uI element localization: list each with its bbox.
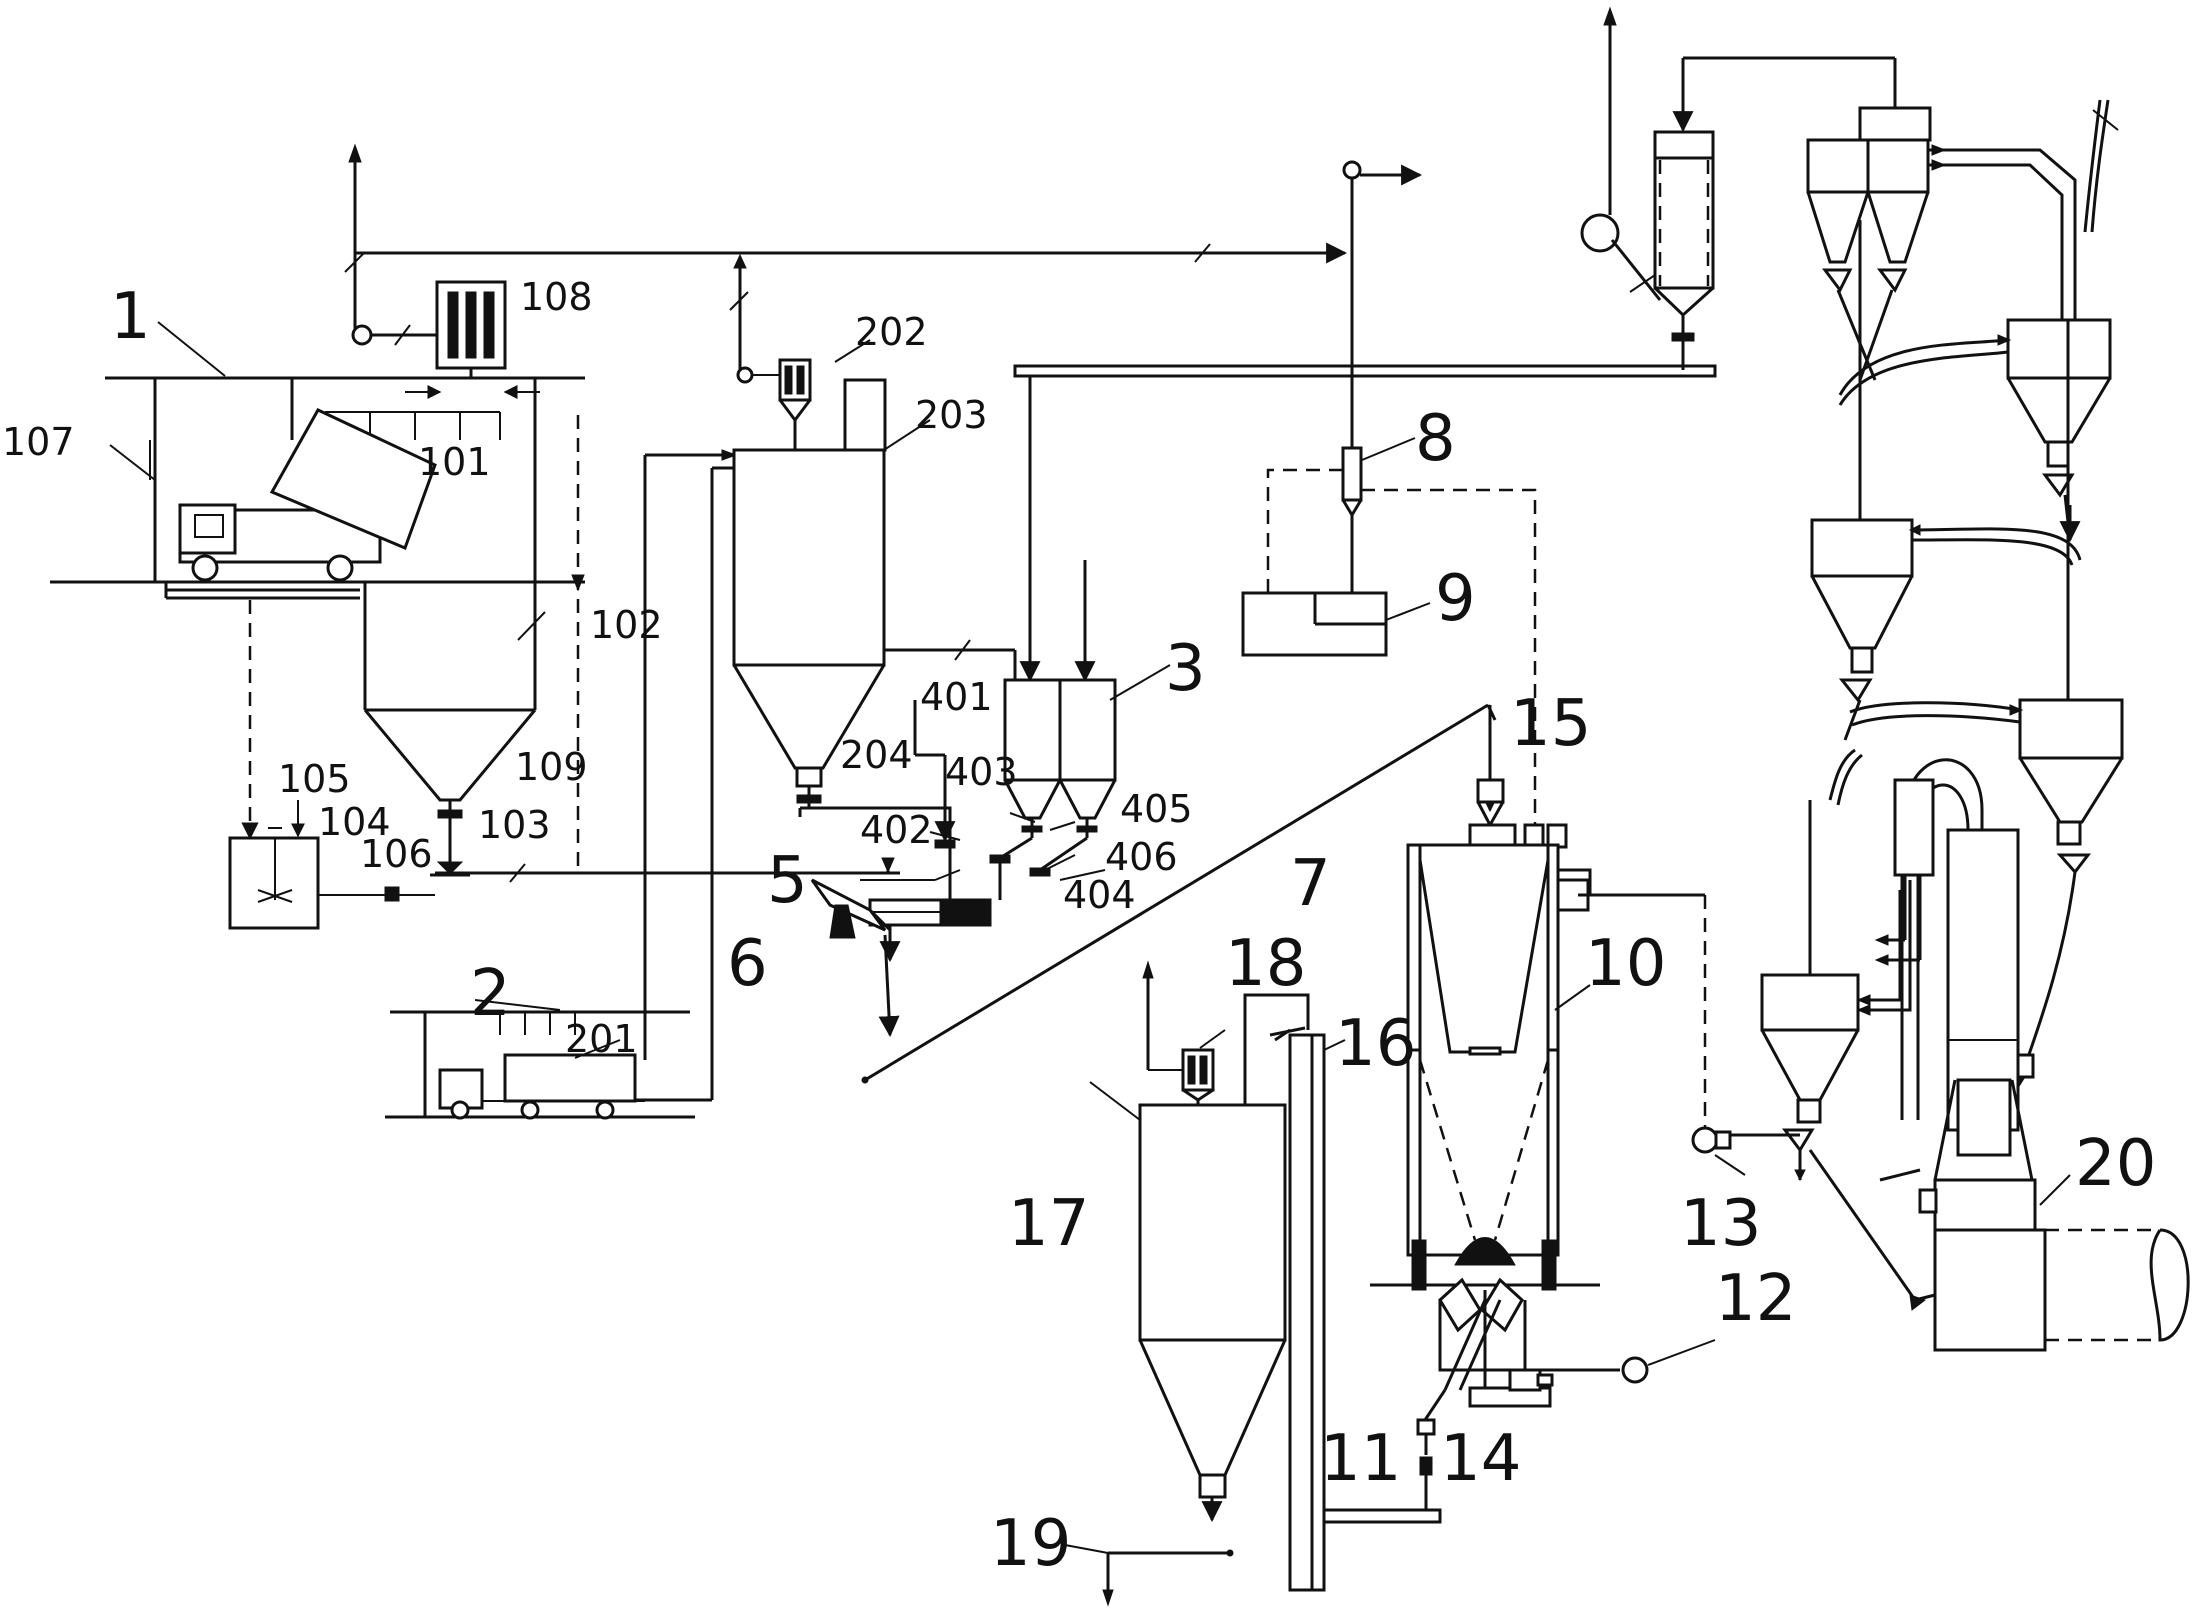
label-15: 15 (1510, 687, 1591, 761)
label-7: 7 (1290, 847, 1331, 921)
main-header-pipe (884, 364, 1717, 683)
label-403: 403 (945, 750, 1018, 794)
label-204: 204 (840, 733, 913, 777)
label-202: 202 (855, 310, 928, 354)
conveyor-11 (1312, 1488, 1442, 1590)
dust-collector-108 (405, 280, 540, 399)
label-20: 20 (2075, 1127, 2156, 1201)
vibrating-screen-6 (810, 878, 900, 1038)
label-9: 9 (1435, 562, 1476, 636)
label-106: 106 (360, 832, 433, 876)
label-401: 401 (920, 675, 993, 719)
label-402: 402 (860, 808, 933, 852)
mixing-tank-104 (109, 440, 435, 930)
label-203: 203 (915, 393, 988, 437)
silo-17 (1064, 960, 1346, 1607)
transfer-line-103 (435, 415, 900, 883)
label-11: 11 (1320, 1422, 1401, 1496)
label-3: 3 (1165, 632, 1206, 706)
silo-203 (729, 253, 952, 840)
label-101: 101 (418, 440, 491, 484)
label-8: 8 (1415, 402, 1456, 476)
tanker-building-2 (385, 449, 738, 1120)
label-5: 5 (767, 844, 808, 918)
label-109: 109 (515, 745, 588, 789)
label-2: 2 (470, 957, 511, 1031)
label-103: 103 (478, 803, 551, 847)
unloading-building (50, 321, 585, 600)
top-air-line (355, 242, 1348, 264)
hopper-102 (363, 582, 546, 877)
tank-9 (1241, 591, 1431, 657)
dump-truck (178, 408, 437, 582)
separator-8 (1266, 160, 1537, 830)
label-102: 102 (590, 603, 663, 647)
label-18: 18 (1225, 927, 1306, 1001)
label-12: 12 (1715, 1262, 1796, 1336)
label-104: 104 (318, 800, 391, 844)
label-19: 19 (990, 1507, 1071, 1581)
label-14: 14 (1440, 1422, 1521, 1496)
label-17: 17 (1008, 1187, 1089, 1261)
bins-3 (999, 664, 1171, 872)
label-404: 404 (1063, 873, 1136, 917)
label-406: 406 (1105, 835, 1178, 879)
label-13: 13 (1680, 1187, 1761, 1261)
label-10: 10 (1585, 927, 1666, 1001)
label-105: 105 (278, 757, 351, 801)
labels: 1 2 3 5 6 7 8 9 10 11 12 13 14 15 16 17 … (2, 275, 2156, 1581)
furnace-10 (1370, 705, 1716, 1510)
label-405: 405 (1120, 787, 1193, 831)
label-16: 16 (1335, 1007, 1416, 1081)
exhaust-fan-1 (344, 143, 437, 346)
label-1: 1 (110, 280, 151, 354)
preheater-tower (1580, 6, 2190, 1352)
label-6: 6 (727, 927, 768, 1001)
label-108: 108 (520, 275, 593, 319)
label-201: 201 (565, 1017, 638, 1061)
label-107: 107 (2, 420, 75, 464)
